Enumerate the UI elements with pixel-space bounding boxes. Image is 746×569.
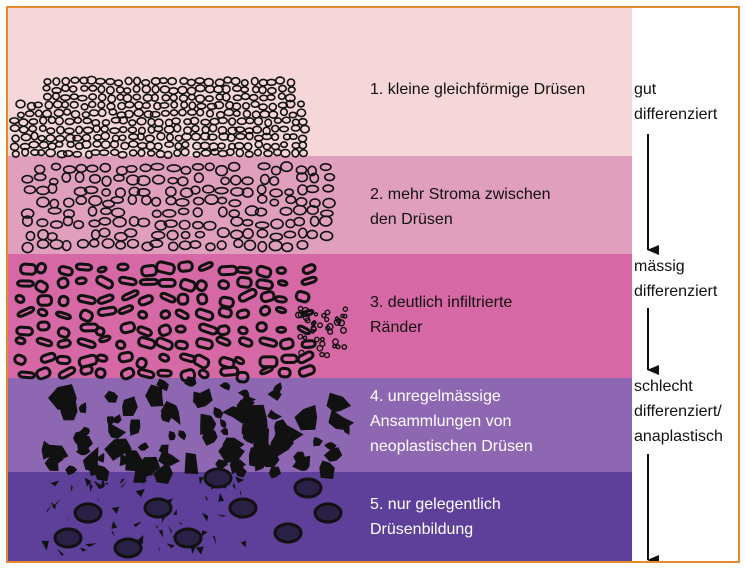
glands-stage-3 (13, 261, 347, 382)
stage-4-label: 4. unregelmässige Ansammlungen von neopl… (370, 384, 630, 459)
glands-stage-4 (42, 376, 355, 484)
glands-stage-5 (41, 467, 341, 557)
stage-2-label: 2. mehr Stroma zwischen den Drüsen (370, 182, 630, 232)
stage-1-label: 1. kleine gleichförmige Drüsen (370, 77, 630, 102)
glands-stage-2 (22, 162, 335, 253)
glands-stage-1 (10, 76, 309, 158)
diagram-frame: 1. kleine gleichförmige Drüsen 2. mehr S… (6, 6, 740, 563)
stage-3-label: 3. deutlich infiltrierte Ränder (370, 290, 630, 340)
stage-5-label: 5. nur gelegentlich Drüsenbildung (370, 492, 630, 542)
grade-arrows (632, 8, 738, 563)
tissue-illustration (8, 8, 368, 563)
